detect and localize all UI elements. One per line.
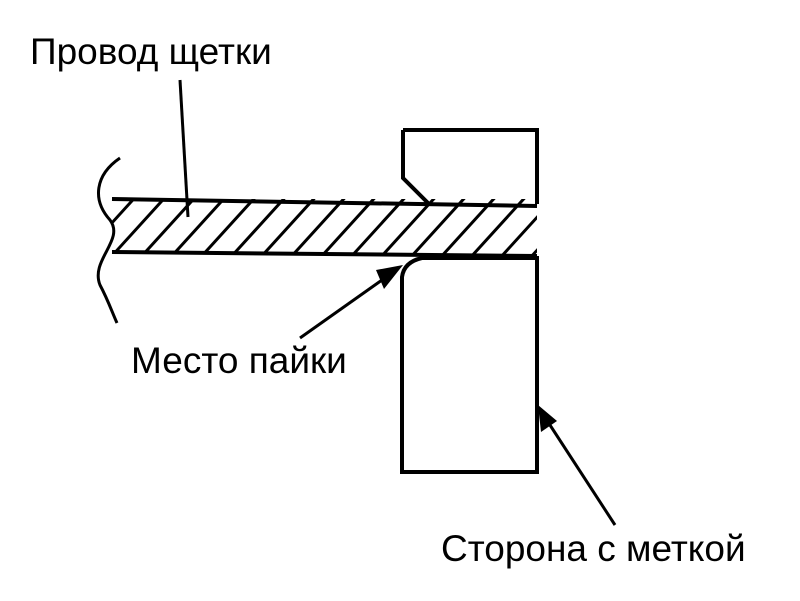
wire-hatching — [112, 199, 537, 254]
marked-side-arrow — [538, 405, 617, 526]
wire-break-edge — [96, 156, 121, 324]
brush-block-upper — [401, 128, 539, 205]
wire-top-edge — [111, 197, 538, 208]
brush-wire-leader — [178, 79, 190, 218]
solder-point-arrow — [299, 265, 403, 340]
brush-block-lower — [400, 256, 539, 474]
brush-wire — [96, 156, 538, 324]
wire-bottom-edge — [111, 250, 538, 258]
brush-wire-label: Провод щетки — [30, 31, 272, 72]
marked-side-label: Сторона с меткой — [441, 528, 746, 569]
solder-point-label: Место пайки — [131, 340, 347, 381]
